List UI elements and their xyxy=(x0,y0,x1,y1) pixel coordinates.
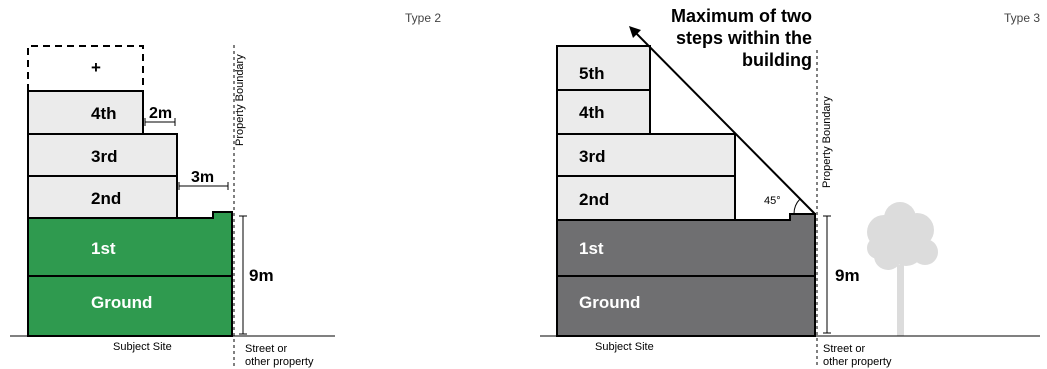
floor-4th xyxy=(556,89,651,135)
floor-2nd xyxy=(27,175,178,219)
title-line2: steps within the xyxy=(676,28,812,48)
property-boundary-label: Property Boundary xyxy=(234,54,246,146)
floor-1st-label: 1st xyxy=(91,239,116,258)
type3-diagram: Property Boundary 45° 9m Maximum of two … xyxy=(540,6,1040,368)
property-boundary-label: Property Boundary xyxy=(821,96,833,188)
street-label-line1: Street or xyxy=(245,343,288,355)
floor-3rd-label: 3rd xyxy=(91,147,117,166)
floor-5th-label: 5th xyxy=(579,64,605,83)
type-label: Type 2 xyxy=(405,11,441,25)
dim-3m-label: 3m xyxy=(191,169,214,186)
floor-ground-label: Ground xyxy=(579,293,640,312)
future-floor-outline xyxy=(27,45,144,91)
floor-3rd xyxy=(556,133,736,177)
floor-3rd-label: 3rd xyxy=(579,147,605,166)
title-line1: Maximum of two xyxy=(671,6,812,26)
dim-9m-label: 9m xyxy=(835,266,860,285)
floor-5th xyxy=(556,45,651,91)
floor-2nd xyxy=(556,175,736,221)
street-label-line1: Street or xyxy=(823,343,866,355)
type2-diagram: Property Boundary 2m 3m 9m + 4th 3rd 2nd… xyxy=(10,11,441,368)
podium-outline xyxy=(27,211,233,337)
subject-site-label: Subject Site xyxy=(113,341,172,353)
subject-site-label: Subject Site xyxy=(595,341,654,353)
floor-2nd-label: 2nd xyxy=(579,190,609,209)
floor-4th-label: 4th xyxy=(91,104,117,123)
street-label-line2: other property xyxy=(823,356,892,368)
dim-9m-label: 9m xyxy=(249,266,274,285)
street-label-line2: other property xyxy=(245,356,314,368)
title-line3: building xyxy=(742,50,812,70)
floor-2nd-label: 2nd xyxy=(91,189,121,208)
floor-1st-label: 1st xyxy=(579,239,604,258)
angle-arc xyxy=(793,198,801,215)
dim-2m-label: 2m xyxy=(149,105,172,122)
angle-label: 45° xyxy=(764,195,781,207)
floor-plus-label: + xyxy=(91,58,101,77)
angle-line xyxy=(632,29,816,215)
arrow-head-icon xyxy=(629,26,641,38)
floor-4th-label: 4th xyxy=(579,103,605,122)
type-label: Type 3 xyxy=(1004,11,1040,25)
tree-icon xyxy=(867,202,938,336)
floor-3rd xyxy=(27,133,178,177)
floor-ground-label: Ground xyxy=(91,293,152,312)
floor-4th xyxy=(27,90,144,135)
